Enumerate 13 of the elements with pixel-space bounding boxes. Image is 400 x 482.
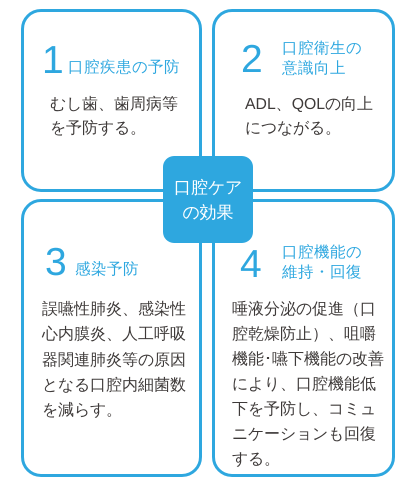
heading: 感染予防 — [75, 260, 140, 280]
item-number: 2 — [241, 40, 263, 79]
body-text: 唾液分泌の促進（口腔乾燥防止）、咀嚼機能･嚥下機能の改善により、口腔機能低下を予防し、コミュニケーションも回復する。 — [232, 300, 385, 470]
center-label: 口腔ケアの効果 — [163, 156, 253, 243]
item-number: 1 — [42, 41, 64, 80]
body-text: 誤嚥性肺炎、感染性心内膜炎、人工呼吸器関連肺炎等の原因となる口腔内細菌数を減らす。 — [42, 300, 187, 422]
item-number: 3 — [45, 243, 67, 282]
item-number: 4 — [240, 245, 262, 284]
body-text: むし歯、歯周病等を予防する。 — [50, 94, 179, 139]
heading: 口腔機能の維持・回復 — [282, 243, 363, 282]
heading: 口腔疾患の予防 — [68, 58, 181, 78]
heading: 口腔衛生の意識向上 — [282, 39, 363, 79]
body-text: ADL、QOLの向上につながる。 — [245, 94, 374, 139]
